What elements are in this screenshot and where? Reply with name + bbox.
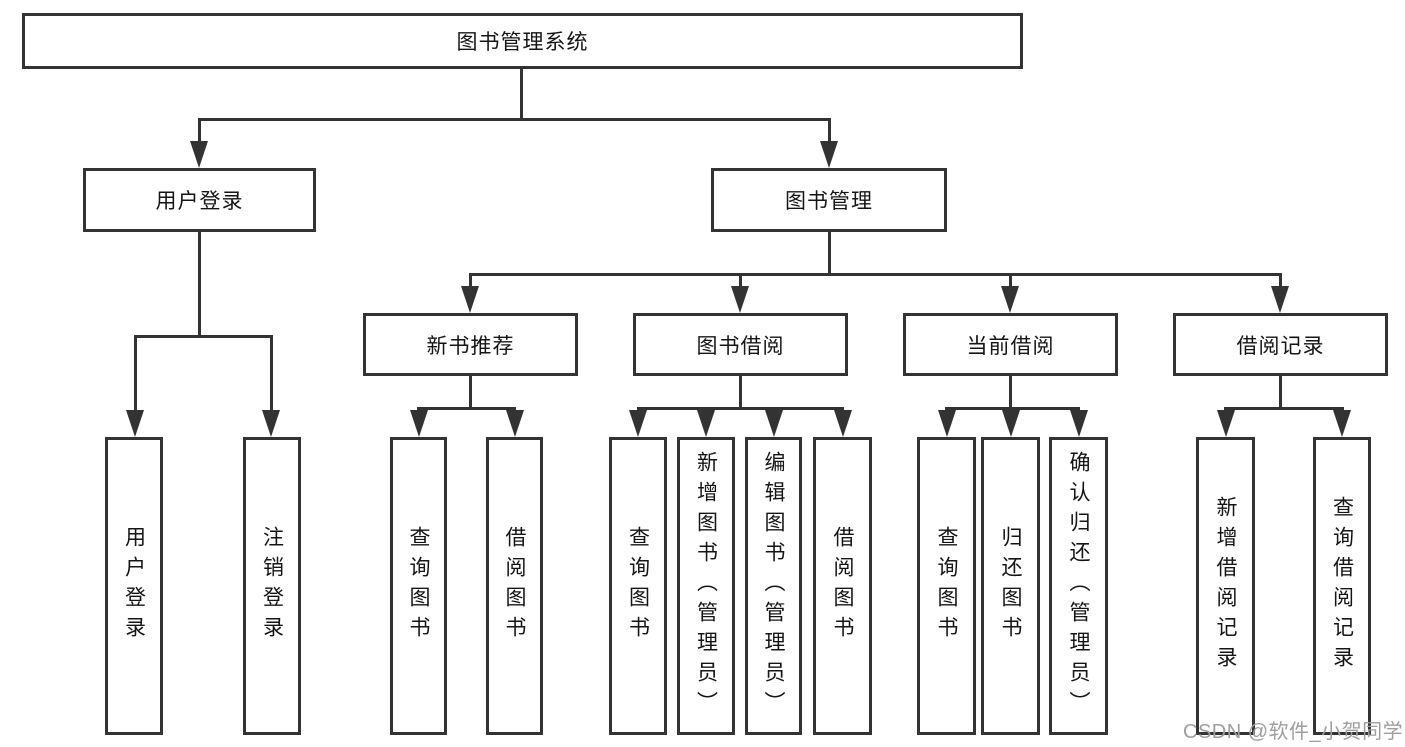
leaf-label: 借阅图书	[831, 526, 854, 646]
leaf-newbooks-borrow-books: 借阅图书	[486, 437, 543, 735]
arrow-down-icon	[409, 410, 428, 437]
connector-drop	[1278, 273, 1282, 289]
leaf-label: 归还图书	[999, 526, 1022, 646]
leaf-label: 用户登录	[122, 526, 146, 646]
connector-borrow-stem	[738, 376, 742, 407]
node-label: 图书管理	[785, 190, 873, 213]
leaf-label: 确认归还（管理员）	[1067, 451, 1090, 721]
leaf-label: 查询图书	[626, 526, 650, 646]
leaf-records-add-record: 新增借阅记录	[1196, 437, 1255, 735]
arrow-down-icon	[697, 410, 715, 437]
node-label: 新书推荐	[426, 334, 515, 358]
connector-current-rail	[945, 407, 1080, 410]
connector-drop	[738, 273, 742, 289]
connector-login-rail	[133, 335, 273, 338]
leaf-label: 查询借阅记录	[1330, 496, 1354, 676]
leaf-borrow-edit-books-admin: 编辑图书（管理员）	[745, 437, 802, 735]
node-label: 图书管理系统	[456, 31, 589, 54]
node-new-book-recommendation: 新书推荐	[363, 313, 578, 376]
connector-current-stem	[1008, 376, 1012, 407]
leaf-records-query-record: 查询借阅记录	[1313, 437, 1371, 735]
leaf-newbooks-query-books: 查询图书	[390, 437, 447, 735]
connector-records-rail	[1224, 407, 1344, 410]
node-book-management: 图书管理	[711, 168, 947, 232]
connector-drop-login	[197, 118, 201, 143]
arrow-down-icon	[1216, 410, 1235, 437]
leaf-label: 查询图书	[935, 526, 958, 646]
connector-drop	[269, 335, 273, 412]
arrow-down-icon	[764, 410, 783, 437]
leaf-label: 注销登录	[260, 526, 284, 646]
leaf-label: 借阅图书	[503, 526, 526, 646]
node-label: 图书借阅	[696, 334, 785, 358]
arrow-down-icon	[937, 410, 956, 437]
node-user-login: 用户登录	[83, 168, 316, 232]
arrow-down-icon	[1333, 410, 1351, 437]
arrow-down-icon	[1271, 286, 1289, 313]
connector-newbooks-rail	[417, 407, 516, 410]
leaf-borrow-query-books: 查询图书	[609, 437, 667, 735]
leaf-label: 新增借阅记录	[1214, 496, 1237, 676]
connector-root-stem	[519, 69, 523, 118]
arrow-down-icon	[820, 141, 838, 168]
connector-drop	[133, 335, 137, 412]
leaf-borrow-borrow-books: 借阅图书	[813, 437, 872, 735]
leaf-current-return-books: 归还图书	[981, 437, 1040, 735]
leaf-user-login: 用户登录	[105, 437, 163, 735]
node-borrowing-records: 借阅记录	[1173, 313, 1388, 376]
leaf-label: 新增图书（管理员）	[694, 451, 718, 721]
connector-drop	[1008, 273, 1012, 289]
arrow-down-icon	[833, 410, 852, 437]
connector-drop	[468, 273, 472, 289]
arrow-down-icon	[1069, 410, 1088, 437]
connector-borrow-rail	[636, 407, 844, 410]
node-label: 用户登录	[155, 190, 244, 213]
node-current-borrowing: 当前借阅	[903, 313, 1118, 376]
leaf-borrow-add-books-admin: 新增图书（管理员）	[677, 437, 735, 735]
arrow-down-icon	[126, 410, 144, 437]
leaf-current-confirm-return-admin: 确认归还（管理员）	[1049, 437, 1108, 735]
arrow-down-icon	[731, 286, 749, 313]
connector-login-stem	[197, 232, 201, 335]
leaf-label: 编辑图书（管理员）	[762, 451, 785, 721]
arrow-down-icon	[1001, 410, 1020, 437]
leaf-logout: 注销登录	[243, 437, 301, 735]
connector-newbooks-stem	[468, 376, 472, 407]
connector-root-rail	[197, 118, 831, 121]
node-library-management-system: 图书管理系统	[22, 13, 1023, 69]
arrow-down-icon	[629, 410, 647, 437]
leaf-label: 查询图书	[407, 526, 430, 646]
connector-bookmgmt-stem	[827, 232, 831, 273]
arrow-down-icon	[461, 286, 479, 313]
node-label: 当前借阅	[966, 334, 1055, 358]
arrow-down-icon	[262, 410, 280, 437]
csdn-watermark: CSDN @软件_小贺同学	[1183, 721, 1404, 743]
node-label: 借阅记录	[1236, 334, 1325, 358]
connector-records-stem	[1278, 376, 1282, 407]
node-book-borrowing: 图书借阅	[633, 313, 848, 376]
arrow-down-icon	[190, 141, 208, 168]
leaf-current-query-books: 查询图书	[917, 437, 976, 735]
connector-bookmgmt-rail	[468, 273, 1282, 276]
arrow-down-icon	[1001, 286, 1019, 313]
arrow-down-icon	[505, 410, 524, 437]
connector-drop-bookmgmt	[827, 118, 831, 143]
